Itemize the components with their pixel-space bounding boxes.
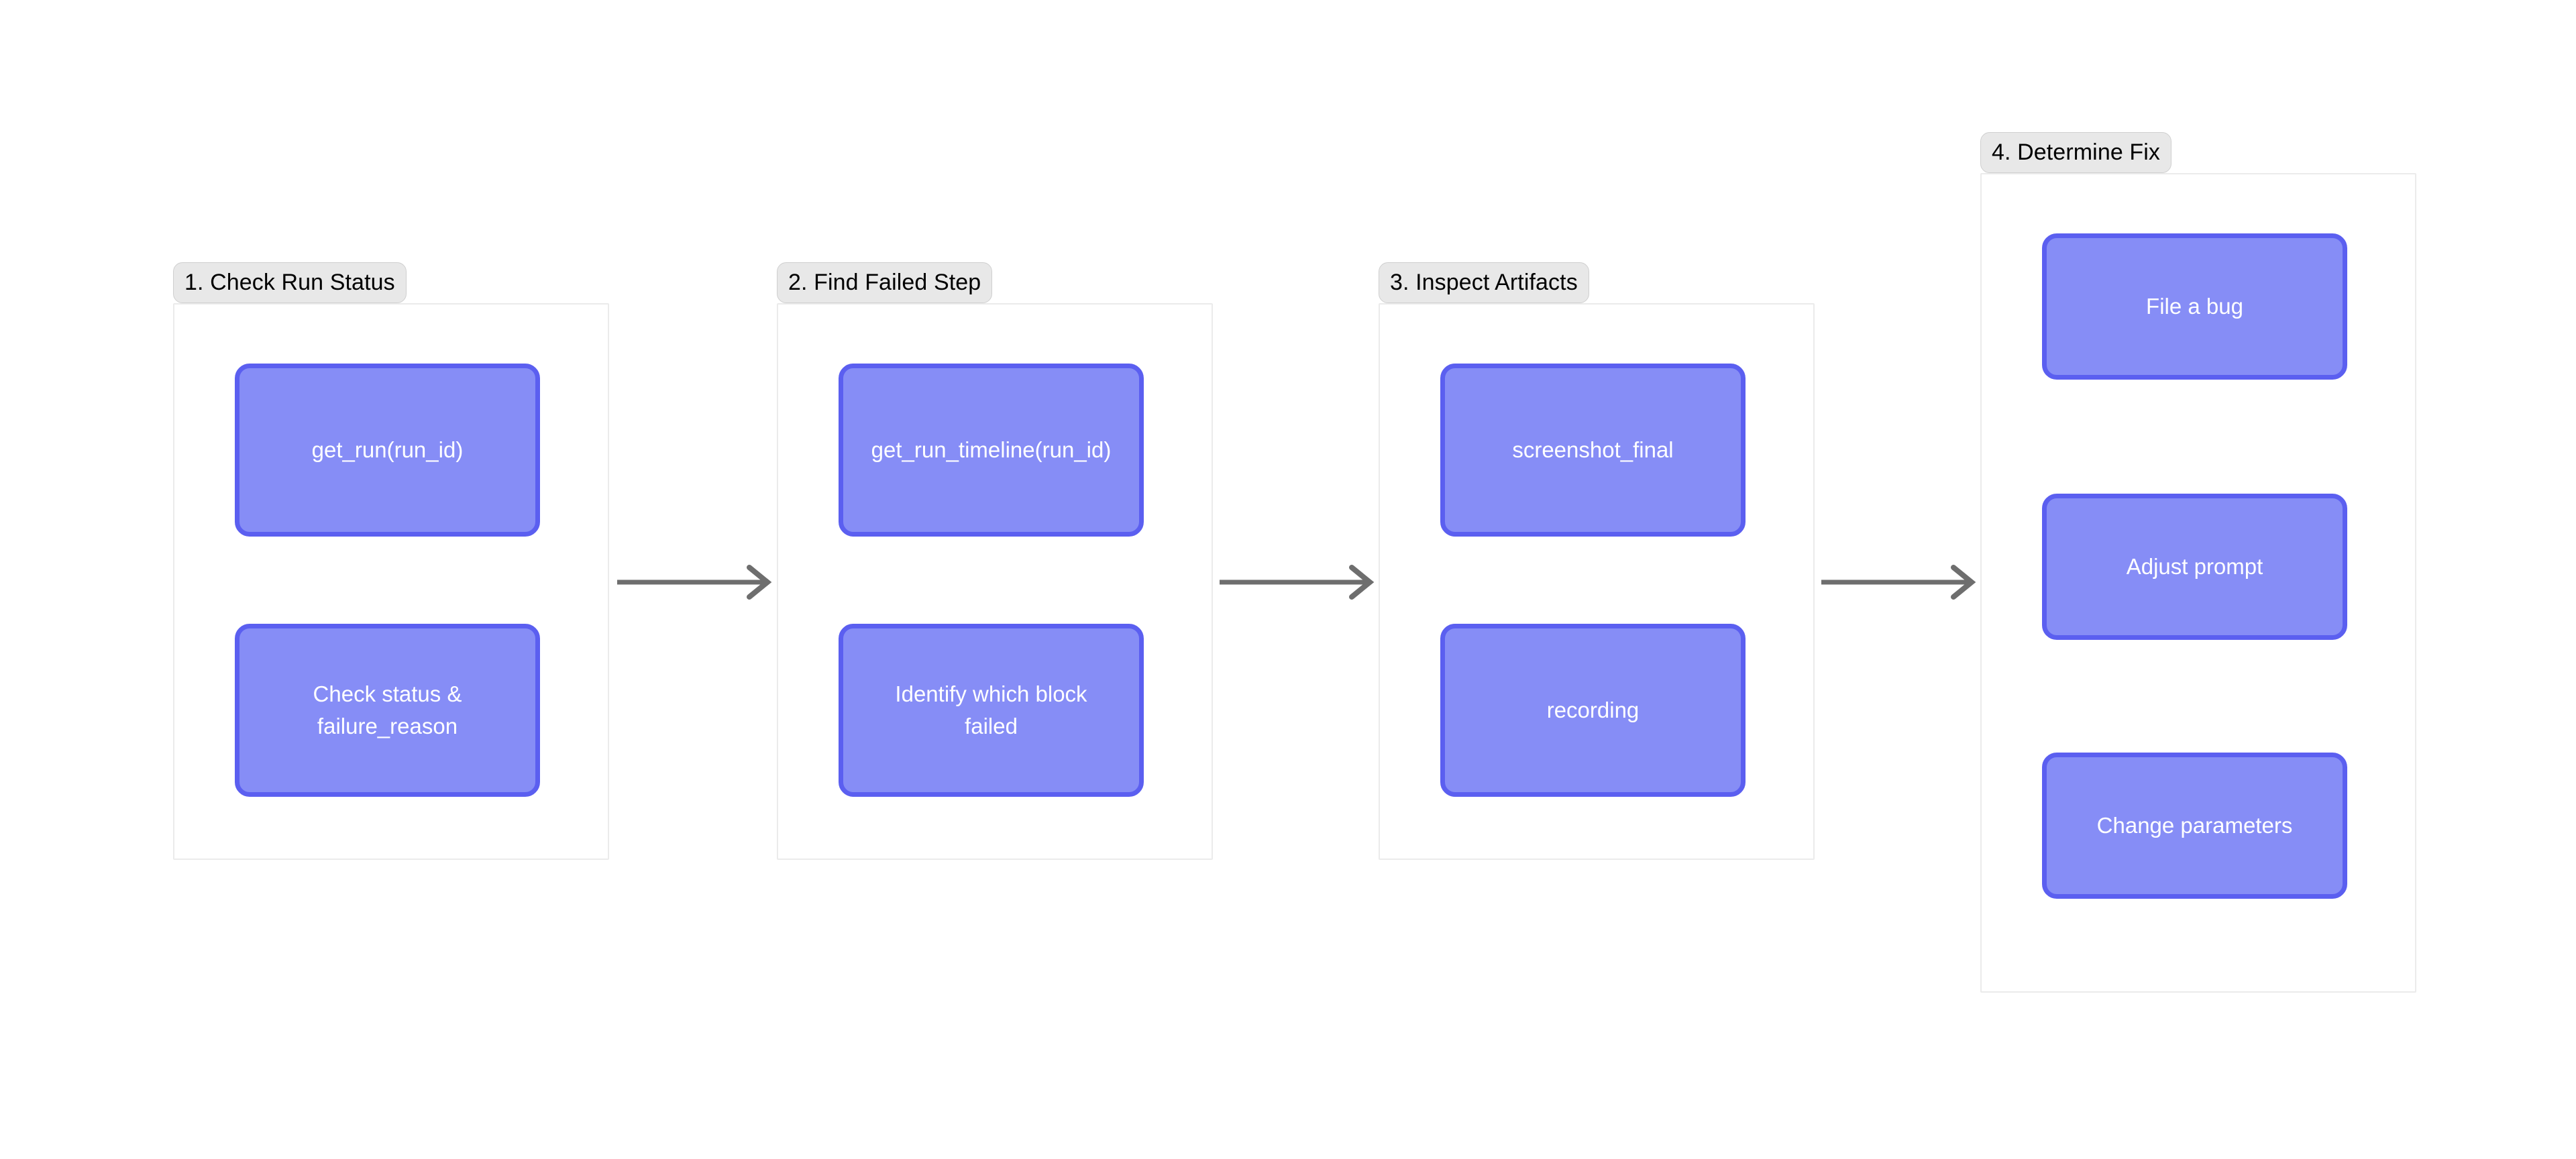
cluster-label-3: 3. Inspect Artifacts (1379, 262, 1589, 303)
flow-node-label: screenshot_final (1512, 437, 1674, 463)
cluster-label-2: 2. Find Failed Step (777, 262, 993, 303)
flow-node-label: get_run(run_id) (311, 437, 464, 463)
flow-node-label: Change parameters (2096, 813, 2293, 838)
flow-node[interactable]: get_run(run_id) (235, 364, 540, 537)
flow-node[interactable]: Adjust prompt (2042, 494, 2347, 640)
flow-node[interactable]: File a bug (2042, 233, 2347, 380)
flow-node-label: recording (1546, 698, 1640, 723)
flow-node-label: Adjust prompt (2126, 554, 2263, 580)
cluster-1: 1. Check Run Status get_run(run_id) Check … (173, 262, 609, 860)
flow-node[interactable]: screenshot_final (1440, 364, 1746, 537)
flow-arrow-icon (1220, 562, 1375, 602)
flow-node[interactable]: recording (1440, 624, 1746, 797)
flow-node[interactable]: Check status & failure_reason (235, 624, 540, 797)
cluster-label-1: 1. Check Run Status (173, 262, 407, 303)
flow-node-label: get_run_timeline(run_id) (871, 437, 1112, 463)
flow-node-label: Identify which block failed (895, 681, 1087, 738)
flow-node-label: File a bug (2146, 294, 2243, 319)
flow-node[interactable]: get_run_timeline(run_id) (839, 364, 1144, 537)
flow-arrow-icon (1821, 562, 1976, 602)
cluster-label-4: 4. Determine Fix (1980, 132, 2172, 173)
flow-node[interactable]: Change parameters (2042, 753, 2347, 899)
flow-node[interactable]: Identify which block failed (839, 624, 1144, 797)
flow-node-label: Check status & failure_reason (313, 681, 462, 738)
cluster-2: 2. Find Failed Step get_run_timeline(run_… (777, 262, 1213, 860)
flow-arrow-icon (617, 562, 772, 602)
